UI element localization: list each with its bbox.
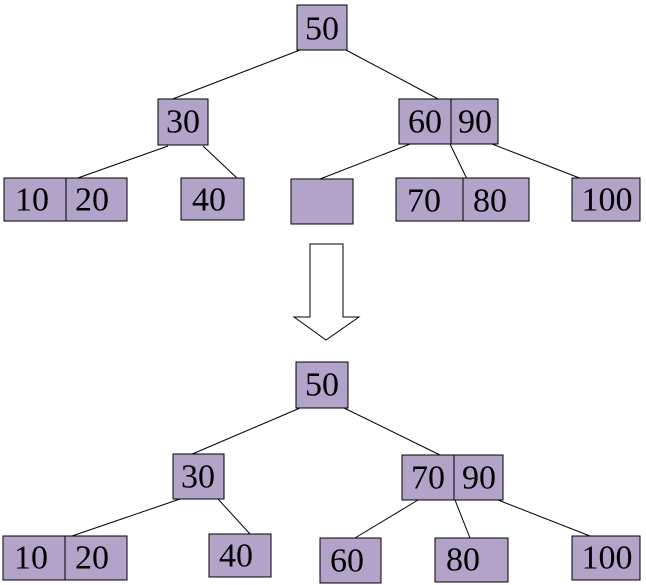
node-key-cell (401, 454, 455, 501)
node-key-label: 70 (407, 183, 441, 220)
edge-30-to-10-20 (74, 145, 169, 180)
before-edges (74, 49, 583, 180)
node-key-label: 80 (473, 183, 507, 220)
node-key-cell (64, 535, 128, 581)
node-key-label: 80 (446, 542, 480, 579)
node-key-cell (434, 537, 509, 583)
node-key-label: 90 (458, 104, 492, 141)
node-key-cell (571, 535, 641, 581)
node-key-cell (453, 454, 504, 501)
tree-node-70-90: 70 90 (401, 454, 504, 501)
tree-node-root: 50 (295, 361, 349, 409)
node-key-label: 30 (166, 104, 200, 141)
node-key-label: 60 (408, 104, 442, 141)
edge-root-to-60-90 (345, 49, 441, 101)
node-key-cell (462, 177, 530, 222)
tree-node-empty (290, 178, 354, 225)
node-key-label: 30 (181, 459, 215, 496)
edge-70-90-to-60 (354, 499, 419, 539)
node-key-cell (571, 177, 641, 222)
empty-node-cell (290, 178, 354, 225)
after-tree: 50 30 70 90 10 20 40 60 80 (2, 361, 641, 584)
tree-node-60-90: 60 90 (398, 98, 499, 145)
node-key-label: 100 (582, 540, 633, 577)
node-key-label: 40 (192, 182, 226, 219)
node-key-cell (208, 533, 272, 578)
node-key-label: 10 (14, 540, 48, 577)
tree-node-root: 50 (296, 4, 348, 51)
edge-70-90-to-100 (497, 499, 591, 537)
edge-60-90-to-100 (491, 143, 583, 180)
node-key-label: 90 (462, 460, 496, 497)
node-key-cell (398, 98, 452, 145)
edge-root-to-70-90 (343, 407, 441, 456)
node-key-label: 10 (15, 182, 49, 219)
node-key-label: 20 (75, 182, 109, 219)
before-tree: 50 30 60 90 10 20 40 7 (3, 4, 641, 225)
edge-60-90-to-empty (319, 143, 411, 180)
tree-node-40: 40 (180, 177, 245, 221)
node-key-cell (295, 361, 349, 409)
edge-root-to-30 (189, 407, 301, 456)
tree-node-10-20: 10 20 (2, 535, 128, 581)
node-key-cell (395, 177, 464, 222)
edge-60-90-to-70-80 (449, 143, 468, 180)
tree-node-10-20: 10 20 (3, 177, 128, 222)
tree-node-30: 30 (172, 453, 225, 500)
node-key-label: 20 (75, 540, 109, 577)
node-key-label: 40 (219, 538, 253, 575)
node-key-cell (319, 537, 382, 584)
node-key-cell (172, 453, 225, 500)
tree-node-100: 100 (571, 177, 641, 222)
edge-30-to-40 (202, 145, 239, 180)
node-key-cell (3, 177, 67, 222)
after-edges (71, 407, 591, 539)
node-key-label: 50 (305, 11, 339, 48)
node-key-label: 50 (305, 367, 339, 404)
tree-node-40: 40 (208, 533, 272, 578)
edge-70-90-to-80 (454, 499, 471, 539)
node-key-cell (180, 177, 245, 221)
edge-root-to-30 (169, 49, 301, 101)
tree-node-80: 80 (434, 537, 509, 583)
node-key-label: 100 (582, 182, 633, 219)
node-key-cell (65, 177, 128, 222)
tree-node-70-80: 70 80 (395, 177, 530, 222)
tree-node-30: 30 (157, 98, 209, 146)
edge-30-to-10-20 (71, 498, 181, 537)
tree-node-100: 100 (571, 535, 641, 581)
node-key-label: 60 (330, 543, 364, 580)
edge-30-to-40 (217, 498, 251, 535)
node-key-cell (296, 4, 348, 51)
down-arrow-icon (292, 243, 361, 341)
tree-node-60: 60 (319, 537, 382, 584)
node-key-cell (157, 98, 209, 146)
node-key-cell (450, 98, 499, 145)
node-key-label: 70 (411, 460, 445, 497)
